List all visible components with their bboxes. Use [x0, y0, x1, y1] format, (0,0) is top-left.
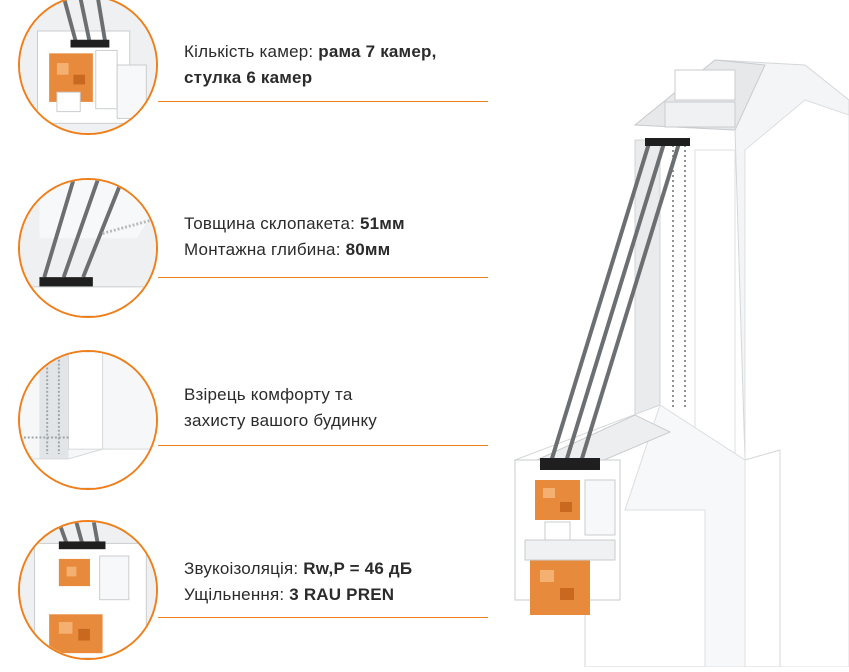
feature-divider	[158, 277, 488, 278]
feature-glass-unit: Товщина склопакета: 51мм Монтажна глибин…	[0, 0, 849, 318]
feature-chambers: Кількість камер: рама 7 камер, стулка 6 …	[0, 0, 849, 160]
corner-profile-icon	[18, 350, 158, 490]
feature-divider	[158, 445, 488, 446]
seal-profile-icon	[18, 520, 158, 660]
feature-text: Взірець комфорту та захисту вашого будин…	[184, 385, 377, 430]
feature-text: Кількість камер: рама 7 камер, стулка 6 …	[184, 42, 437, 87]
window-profile-image	[505, 40, 849, 668]
frame-chambers-icon	[18, 0, 158, 135]
feature-text: Звукоізоляція: Rw,P = 46 дБ Ущільнення: …	[184, 559, 413, 604]
glass-unit-icon	[18, 178, 158, 318]
feature-divider	[158, 617, 488, 618]
feature-divider	[158, 101, 488, 102]
feature-text: Товщина склопакета: 51мм Монтажна глибин…	[184, 214, 405, 259]
feature-comfort: Взірець комфорту та захисту вашого будин…	[0, 0, 849, 490]
